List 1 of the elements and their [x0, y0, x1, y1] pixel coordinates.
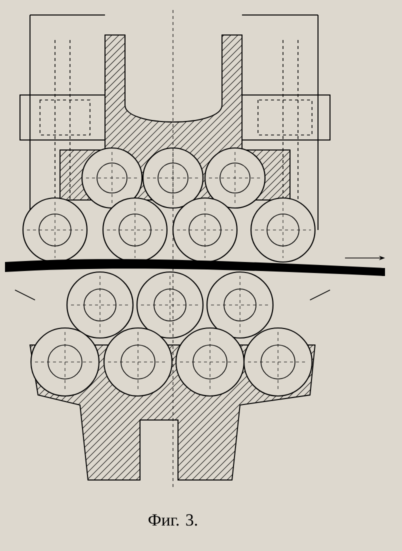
caption: Фиг. 3. [148, 514, 197, 526]
